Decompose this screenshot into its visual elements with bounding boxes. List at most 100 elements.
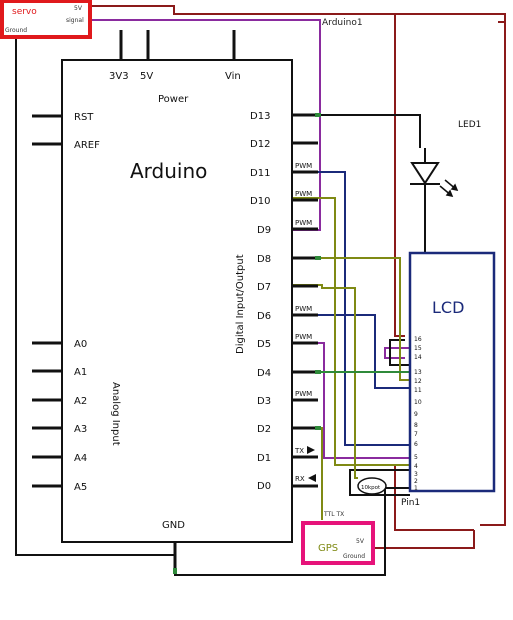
led-diode-icon (410, 162, 440, 185)
servo-ground-label: Ground (5, 27, 27, 34)
wire-olive-d10 (293, 197, 410, 466)
lcd-pin-12: 12 (414, 378, 422, 385)
wire-power-right-edge (480, 22, 506, 526)
gps-box (301, 521, 375, 565)
gnd-label: GND (162, 520, 185, 531)
gps-ttl-label: TTL TX (323, 511, 344, 518)
potentiometer: 10kpot (357, 477, 387, 495)
servo-5v-label: 5V (74, 5, 83, 12)
lcd-pin-8: 8 (414, 422, 418, 429)
tx-arrow-icon (307, 446, 315, 454)
pin-d13-label: D13 (250, 111, 270, 122)
wire-pot-right (349, 469, 410, 478)
pin-rst-label: RST (74, 112, 94, 123)
digital-pin-leads (292, 113, 318, 488)
servo-signal-label: signal (66, 17, 84, 24)
lcd-pin-3: 3 (414, 471, 418, 478)
wire-olive-gps (293, 427, 323, 520)
gps-5v-label: 5V (356, 538, 365, 545)
lcd-pin-4: 4 (414, 463, 418, 470)
lcd-pin-7: 7 (414, 431, 418, 438)
pwm-label-d9: PWM (295, 219, 312, 227)
pin-d6-label: D6 (257, 311, 271, 322)
analog-section-label: Analog Input (110, 382, 121, 446)
pwm-label-d6: PWM (295, 305, 312, 313)
pin-d2-label: D2 (257, 424, 271, 435)
pin-d11-label: D11 (250, 168, 270, 179)
arduino-body (61, 59, 293, 543)
wire-olive-d8 (293, 257, 410, 381)
lcd-pin-5: 5 (414, 454, 418, 461)
lcd-pin-2: 2 (414, 478, 418, 485)
pin-d5-label: D5 (257, 339, 271, 350)
lcd-pin-15: 15 (414, 345, 422, 352)
gps-name: GPS (318, 543, 338, 554)
power-section-label: Power (158, 94, 189, 105)
pin-a2-label: A2 (74, 396, 87, 407)
led-component: LED1 (410, 120, 481, 200)
pin-a3-label: A3 (74, 424, 87, 435)
lcd-pin-10: 10 (414, 399, 422, 406)
rx-arrow-icon (308, 474, 316, 482)
lcd-pin-13: 13 (414, 369, 422, 376)
pin-a4-label: A4 (74, 453, 87, 464)
pwm-label-d11: PWM (295, 162, 312, 170)
arduino-part-label: Arduino1 (322, 18, 363, 28)
pot-body (357, 477, 387, 495)
arduino-board: Arduino1 Arduino Power 3V3 5V Vin RST AR… (32, 18, 363, 572)
junctions (173, 113, 321, 574)
led-emission-icon (439, 179, 459, 198)
wire-purple-lcd14 (384, 347, 410, 359)
gps-module: TTL TX GPS 5V Ground (301, 511, 375, 565)
wire-navy-d6 (293, 314, 410, 389)
lcd-pin-9: 9 (414, 411, 418, 418)
pwm-label-d3: PWM (295, 390, 312, 398)
pot-label: 10kpot (361, 485, 381, 491)
pin-d7-label: D7 (257, 282, 271, 293)
digital-section-label: Digital Input/Output (235, 254, 246, 354)
wire-gps-5v (372, 530, 475, 549)
gps-ground-label: Ground (343, 553, 365, 560)
pin-d8-label: D8 (257, 254, 271, 265)
lcd-pin1-label: Pin1 (401, 498, 420, 508)
tx-label: TX (294, 447, 304, 455)
wire-power-rail-right (394, 14, 405, 337)
pin-a1-label: A1 (74, 367, 87, 378)
rx-label: RX (295, 475, 305, 483)
wire-power-lcd-bottom (394, 465, 474, 531)
pin-d9-label: D9 (257, 225, 271, 236)
pin-d0-label: D0 (257, 481, 271, 492)
wire-pot-left (349, 478, 410, 496)
pwm-label-d10: PWM (295, 190, 312, 198)
pin-a0-label: A0 (74, 339, 87, 350)
wire-led-d13 (293, 114, 421, 148)
pwm-label-d5: PWM (295, 333, 312, 341)
servo-box (0, 0, 92, 39)
lcd-label: LCD (432, 298, 464, 317)
lcd-pin-14: 14 (414, 354, 422, 361)
servo-name: servo (12, 7, 37, 17)
servo-module: servo 5V signal Ground (0, 0, 92, 39)
lcd-pin-16: 16 (414, 336, 422, 343)
pin-d10-label: D10 (250, 196, 270, 207)
pin-d3-label: D3 (257, 396, 271, 407)
pin-vin-label: Vin (225, 71, 241, 82)
lcd-module: LCD 16 15 14 13 12 11 10 9 8 7 6 5 4 3 2… (401, 251, 496, 508)
pin-a5-label: A5 (74, 482, 87, 493)
pin-aref-label: AREF (74, 140, 100, 151)
led-label: LED1 (458, 120, 481, 130)
lcd-body (408, 251, 496, 493)
wire-navy-d11 (293, 171, 410, 446)
left-pins (32, 114, 62, 488)
pin-d12-label: D12 (250, 139, 270, 150)
lcd-pin-6: 6 (414, 441, 418, 448)
pin-d4-label: D4 (257, 368, 271, 379)
wire-servo-5v (84, 5, 506, 23)
lcd-pin-11: 11 (414, 387, 422, 394)
arduino-title: Arduino (130, 159, 207, 183)
pin-3v3-label: 3V3 (109, 71, 129, 82)
pin-5v-label: 5V (140, 71, 153, 82)
pin-d1-label: D1 (257, 453, 271, 464)
lcd-pin-1: 1 (414, 485, 418, 492)
